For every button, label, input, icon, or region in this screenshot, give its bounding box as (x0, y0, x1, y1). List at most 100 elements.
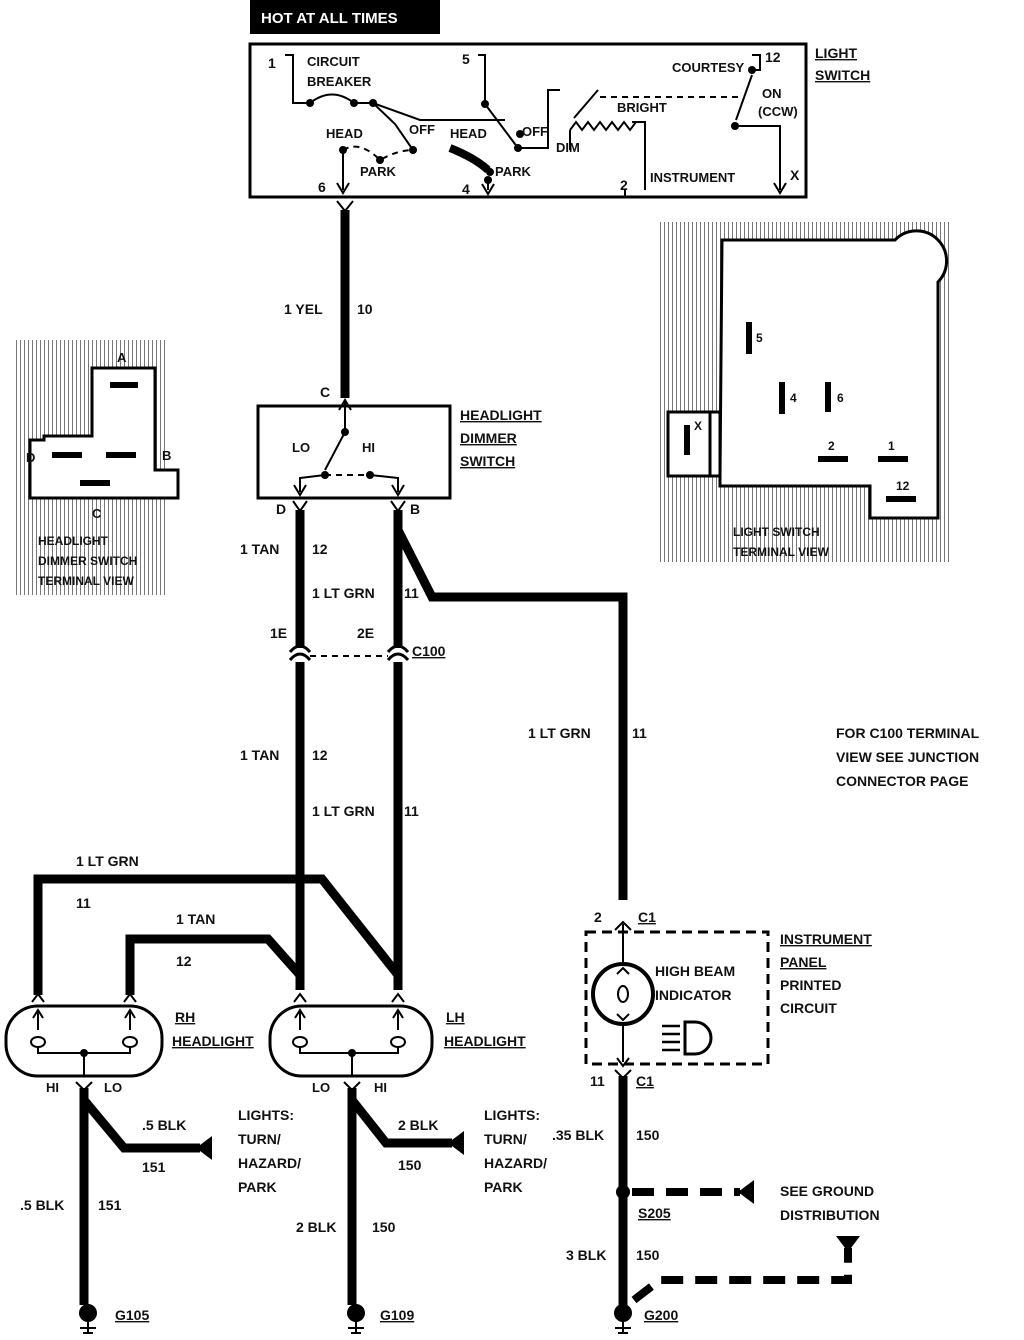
note-line-2: VIEW SEE JUNCTION (836, 749, 979, 765)
circuit-breaker-label-2: BREAKER (307, 74, 372, 89)
yel-wire-label: 1 YEL (284, 301, 323, 317)
rh-lights-3: HAZARD/ (238, 1155, 301, 1171)
ls-term-4: 4 (790, 391, 797, 405)
c100-label: C100 (412, 643, 446, 659)
rh-lo: LO (104, 1080, 122, 1095)
yel-wire-circuit: 10 (357, 301, 373, 317)
dimmer-title-1: HEADLIGHT (460, 407, 542, 423)
head-label-2: HEAD (450, 126, 487, 141)
instrument-panel-box (584, 930, 770, 1066)
rh-lights-1: LIGHTS: (238, 1107, 294, 1123)
hot-banner (250, 0, 440, 34)
lh-wire1-circuit: 150 (398, 1157, 422, 1173)
head-label-1: HEAD (326, 126, 363, 141)
c100-connector: 1E 2E C100 (270, 625, 446, 662)
ip-splice-label: S205 (638, 1205, 671, 1221)
ip-title-1: INSTRUMENT (780, 931, 872, 947)
c100-pin-1e: 1E (270, 625, 287, 641)
dimmer-title-2: DIMMER (460, 430, 517, 446)
dim-term-caption-2: DIMMER SWITCH (38, 554, 137, 568)
ip-title-4: CIRCUIT (780, 1000, 837, 1016)
lh-title-1: LH (446, 1009, 465, 1025)
pin-6-label: 6 (318, 179, 326, 195)
ltgrn-ip-wire-circuit: 11 (632, 725, 647, 741)
pin-2-label: 2 (620, 177, 628, 193)
dimmer-switch-box (256, 404, 452, 500)
light-switch-title-1: LIGHT (815, 45, 857, 61)
ip-ground-label: G200 (644, 1307, 678, 1323)
on-label: ON (762, 86, 782, 101)
ls-term-caption-2: TERMINAL VIEW (733, 545, 829, 559)
ip-indicator-1: HIGH BEAM (655, 963, 735, 979)
ltgrn-wire-label: 1 LT GRN (312, 585, 375, 601)
off-label-1: OFF (409, 122, 435, 137)
rh-title-2: HEADLIGHT (172, 1033, 254, 1049)
rh-wire1-circuit: 151 (142, 1159, 166, 1175)
pin-4-label: 4 (462, 181, 470, 197)
dim-term-c: C (92, 506, 102, 521)
light-switch: LIGHT SWITCH 1 CIRCUIT BREAKER 5 COURTES… (248, 42, 870, 199)
ls-term-5: 5 (756, 331, 763, 345)
lh-wire2-label: 2 BLK (296, 1219, 336, 1235)
bright-label: BRIGHT (617, 100, 667, 115)
ip-see-ground-1: SEE GROUND (780, 1183, 874, 1199)
lh-ground-label: G109 (380, 1307, 414, 1323)
dimmer-title-3: SWITCH (460, 453, 515, 469)
lh-headlight: LH HEADLIGHT LO HI 2 BLK 150 LIGHTS: TUR… (268, 992, 547, 1334)
ip-wire2-label: 3 BLK (566, 1247, 606, 1263)
lh-wire1-label: 2 BLK (398, 1117, 438, 1133)
tan-wire-circuit-2: 12 (312, 747, 328, 763)
dim-term-caption-1: HEADLIGHT (38, 534, 109, 548)
rh-hi: HI (46, 1080, 59, 1095)
ls-term-12: 12 (896, 479, 910, 493)
rh-tan-label: 1 TAN (176, 911, 215, 927)
dim-term-d: D (26, 450, 35, 465)
rh-headlight: RH HEADLIGHT HI LO .5 BLK 151 LIGHTS: TU… (4, 992, 301, 1334)
headlight-feed-wires: 1 TAN 12 1 LT GRN 11 1 LT GRN 11 1 TAN 1… (33, 662, 419, 995)
lh-lights-1: LIGHTS: (484, 1107, 540, 1123)
high-beam-bulb (591, 962, 655, 1026)
tan-wire-circuit: 12 (312, 541, 328, 557)
pin-12-label: 12 (765, 49, 781, 65)
ls-term-x: X (694, 419, 702, 433)
courtesy-label: COURTESY (672, 60, 745, 75)
dimmer-terminal-outline (28, 366, 180, 500)
note-line-3: CONNECTOR PAGE (836, 773, 969, 789)
tan-wire-label-2: 1 TAN (240, 747, 279, 763)
lh-lights-4: PARK (484, 1179, 523, 1195)
rh-wire2-circuit: 151 (98, 1197, 122, 1213)
park-label-1: PARK (360, 164, 396, 179)
dimmer-lo: LO (292, 440, 310, 455)
dim-term-a: A (117, 350, 127, 365)
headlight-dimmer-switch: HEADLIGHT DIMMER SWITCH C LO HI D B (256, 384, 542, 517)
ltgrn-ip-wire-label: 1 LT GRN (528, 725, 591, 741)
rh-ltgrn-circuit: 11 (76, 895, 91, 911)
ip-pin-top: 2 (594, 909, 602, 925)
dimmer-output-wires: 1 TAN 12 1 LT GRN 11 1 LT GRN 11 (240, 500, 647, 900)
ip-conn-top: C1 (638, 909, 656, 925)
lh-hi: HI (374, 1080, 387, 1095)
lh-wire2-circuit: 150 (372, 1219, 396, 1235)
dimmer-terminal-view: A D B C HEADLIGHT DIMMER SWITCH TERMINAL… (16, 340, 180, 595)
ls-term-6: 6 (837, 391, 844, 405)
dim-term-b: B (162, 448, 171, 463)
dim-label: DIM (556, 140, 580, 155)
tan-wire-label: 1 TAN (240, 541, 279, 557)
rh-ground-label: G105 (115, 1307, 149, 1323)
dim-term-caption-3: TERMINAL VIEW (38, 574, 134, 588)
light-switch-terminal-outline (708, 229, 949, 520)
ip-wire1-circuit: 150 (636, 1127, 660, 1143)
ip-conn-bottom: C1 (636, 1073, 654, 1089)
ltgrn-wire-circuit: 11 (404, 585, 419, 601)
dimmer-pin-c: C (320, 384, 330, 400)
ccw-label: (CCW) (758, 104, 798, 119)
c100-note: FOR C100 TERMINAL VIEW SEE JUNCTION CONN… (836, 725, 980, 789)
rh-lights-2: TURN/ (238, 1131, 281, 1147)
lh-lo: LO (312, 1080, 330, 1095)
rh-tan-circuit: 12 (176, 953, 192, 969)
circuit-breaker-label-1: CIRCUIT (307, 54, 360, 69)
instrument-panel: INSTRUMENT PANEL PRINTED CIRCUIT 2 C1 HI… (552, 909, 880, 1334)
pin-1-label: 1 (268, 55, 276, 71)
s205-splice (616, 1185, 630, 1199)
